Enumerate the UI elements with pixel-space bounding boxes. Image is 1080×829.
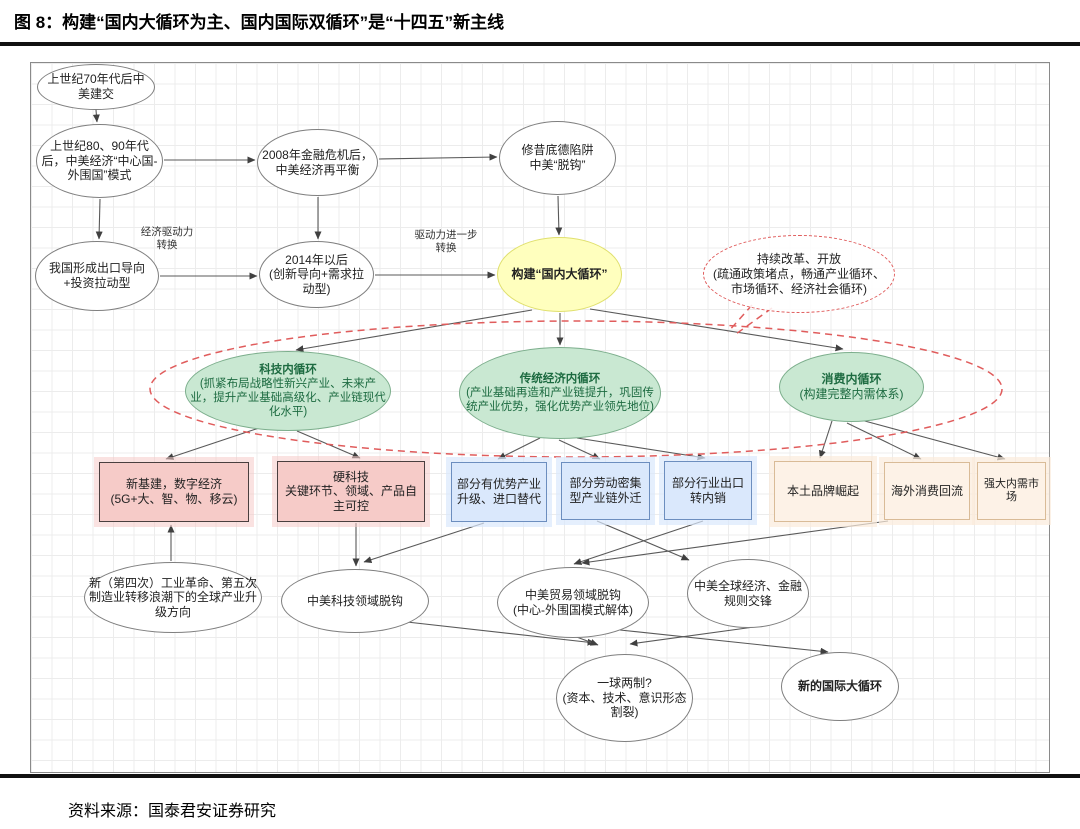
node-new-international-cycle: 新的国际大循环 [781, 652, 899, 721]
bottom-rule [0, 774, 1080, 778]
figure-title: 图 8：构建“国内大循环为主、国内国际双循环”是“十四五”新主线 [14, 13, 505, 32]
box-labor-intensive-outmigration: 部分劳动密集型产业链外迁 [561, 462, 650, 520]
node-post-2014: 2014年以后 (创新导向+需求拉动型) [259, 241, 374, 308]
box-strong-domestic-demand-market: 强大内需市场 [977, 462, 1046, 520]
node-consumption-loop: 消费内循环 (构建完整内需体系) [779, 352, 924, 422]
node-industrial-revolution-upgrade: 新（第四次）工业革命、第五次制造业转移浪潮下的全球产业升级方向 [84, 562, 262, 633]
box-hard-tech: 硬科技 关键环节、领域、产品自主可控 [277, 461, 425, 522]
node-thucydides-decoupling: 修昔底德陷阱 中美“脱钩” [499, 121, 616, 195]
node-tech-internal-loop: 科技内循环 (抓紧布局战略性新兴产业、未来产业，提升产业基础高级化、产业链现代化… [185, 351, 391, 431]
label-driver-further-shift: 驱动力进一步转换 [414, 229, 478, 254]
label-economic-driver-shift: 经济驱动力转换 [140, 226, 194, 251]
box-new-infrastructure: 新基建，数字经济 (5G+大、智、物、移云) [99, 462, 249, 522]
node-global-rules-clash: 中美全球经济、金融规则交锋 [687, 559, 809, 628]
node-founding-1970s: 上世纪70年代后中美建交 [37, 64, 155, 110]
box-overseas-consumption-return: 海外消费回流 [884, 462, 970, 520]
node-one-world-two-systems: 一球两制? (资本、技术、意识形态割裂) [556, 654, 693, 742]
node-2008-crisis-rebalance: 2008年金融危机后，中美经济再平衡 [257, 129, 378, 196]
node-center-periphery-model: 上世纪80、90年代后，中美经济“中心国-外围国”模式 [36, 124, 163, 198]
reform-opening-callout: 持续改革、开放 (疏通政策堵点，畅通产业循环、市场循环、经济社会循环) [703, 235, 895, 313]
node-build-domestic-cycle: 构建“国内大循环” [497, 237, 622, 312]
top-rule [0, 42, 1080, 46]
box-export-to-domestic-sales: 部分行业出口转内销 [664, 461, 752, 520]
node-export-investment-led: 我国形成出口导向+投资拉动型 [35, 241, 159, 311]
node-tech-field-decoupling: 中美科技领域脱钩 [281, 569, 429, 633]
source-attribution: 资料来源：国泰君安证券研究 [68, 803, 277, 820]
node-traditional-economy-loop: 传统经济内循环 (产业基础再造和产业链提升，巩固传统产业优势，强化优势产业领先地… [459, 347, 661, 439]
box-local-brands-rise: 本土品牌崛起 [774, 461, 872, 522]
box-industry-upgrade-import-substitution: 部分有优势产业升级、进口替代 [451, 462, 547, 522]
node-trade-field-decoupling: 中美贸易领域脱钩 (中心-外围国模式解体) [497, 567, 649, 638]
